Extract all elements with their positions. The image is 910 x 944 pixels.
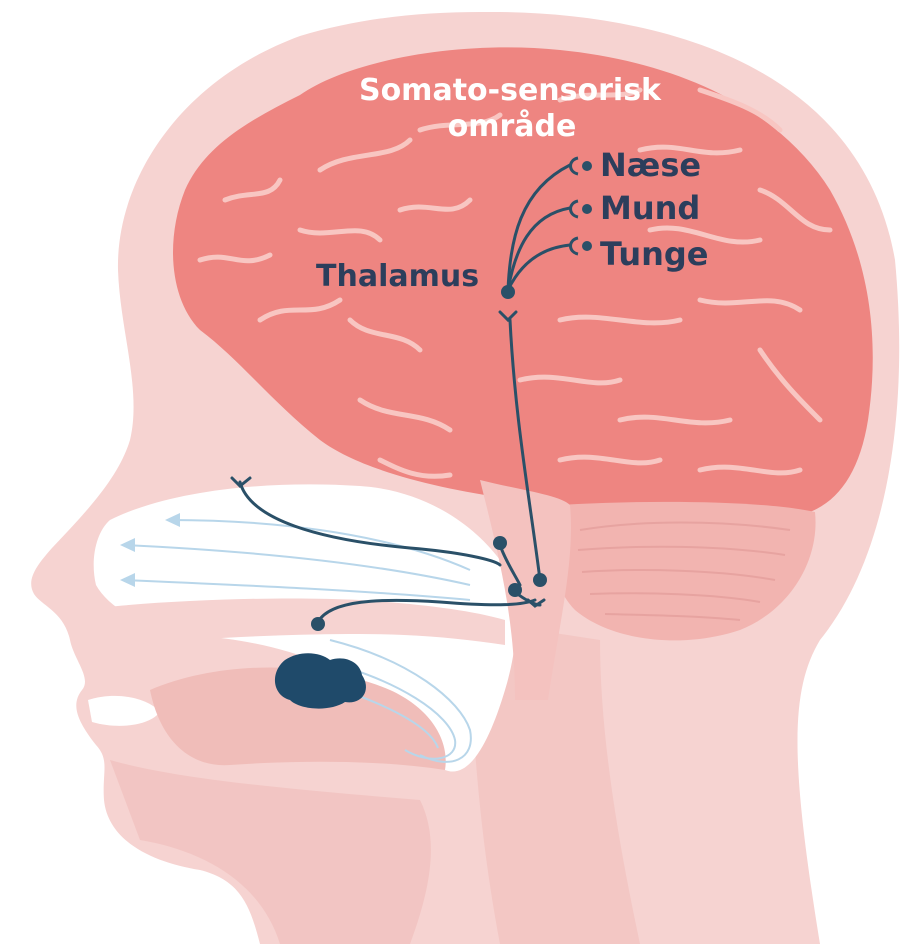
node-dot bbox=[533, 573, 547, 587]
tongue-label: Tunge bbox=[600, 235, 708, 273]
thalamus-label: Thalamus bbox=[316, 259, 479, 294]
node-dot bbox=[311, 617, 325, 631]
node-dot bbox=[582, 161, 592, 171]
area-label-line1: Somato-sensorisk bbox=[359, 73, 662, 108]
nose-label: Næse bbox=[600, 146, 701, 184]
mouth-label: Mund bbox=[600, 189, 700, 227]
node-dot bbox=[493, 536, 507, 550]
node-dot bbox=[582, 241, 592, 251]
node-dot bbox=[582, 204, 592, 214]
node-dot bbox=[508, 583, 522, 597]
area-label-line2: område bbox=[448, 108, 577, 144]
node-dot bbox=[501, 285, 515, 299]
